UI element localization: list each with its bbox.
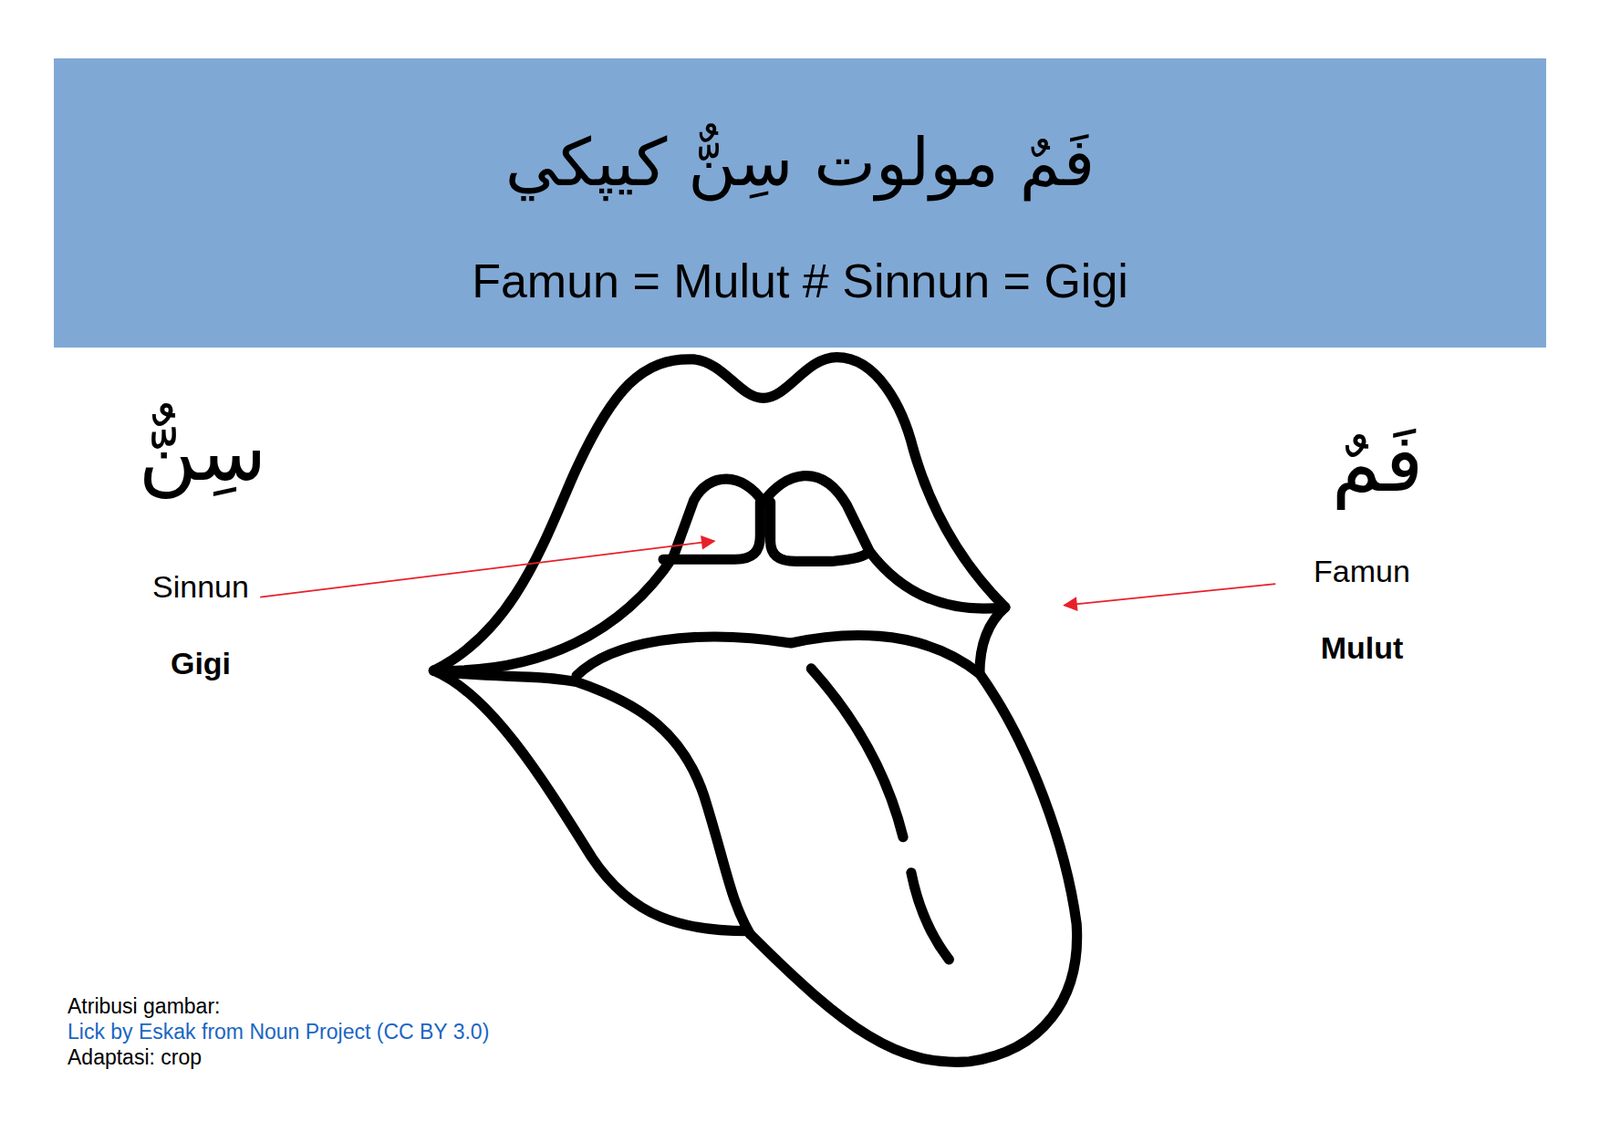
attribution-link: Lick by Eskak from Noun Project (CC BY 3…: [67, 1019, 489, 1045]
arabic-term: فَمٌ: [1331, 394, 1424, 532]
meaning-label: Gigi: [170, 645, 231, 682]
attribution-note: Adaptasi: crop: [67, 1045, 202, 1071]
arabic-term: سِنٌّ: [138, 384, 268, 521]
latin-term: Famun: [1313, 553, 1411, 590]
leader-arrow: [259, 540, 715, 598]
subtitle-equation: Famun = Mulut # Sinnun = Gigi: [471, 253, 1129, 309]
title-heading: فَمٌ مولوت سِنٌّ کيپکي: [505, 106, 1095, 219]
attribution-note: Atribusi gambar:: [67, 994, 220, 1019]
meaning-label: Mulut: [1320, 630, 1404, 666]
leader-arrow: [1064, 583, 1277, 605]
latin-term: Sinnun: [152, 569, 250, 605]
